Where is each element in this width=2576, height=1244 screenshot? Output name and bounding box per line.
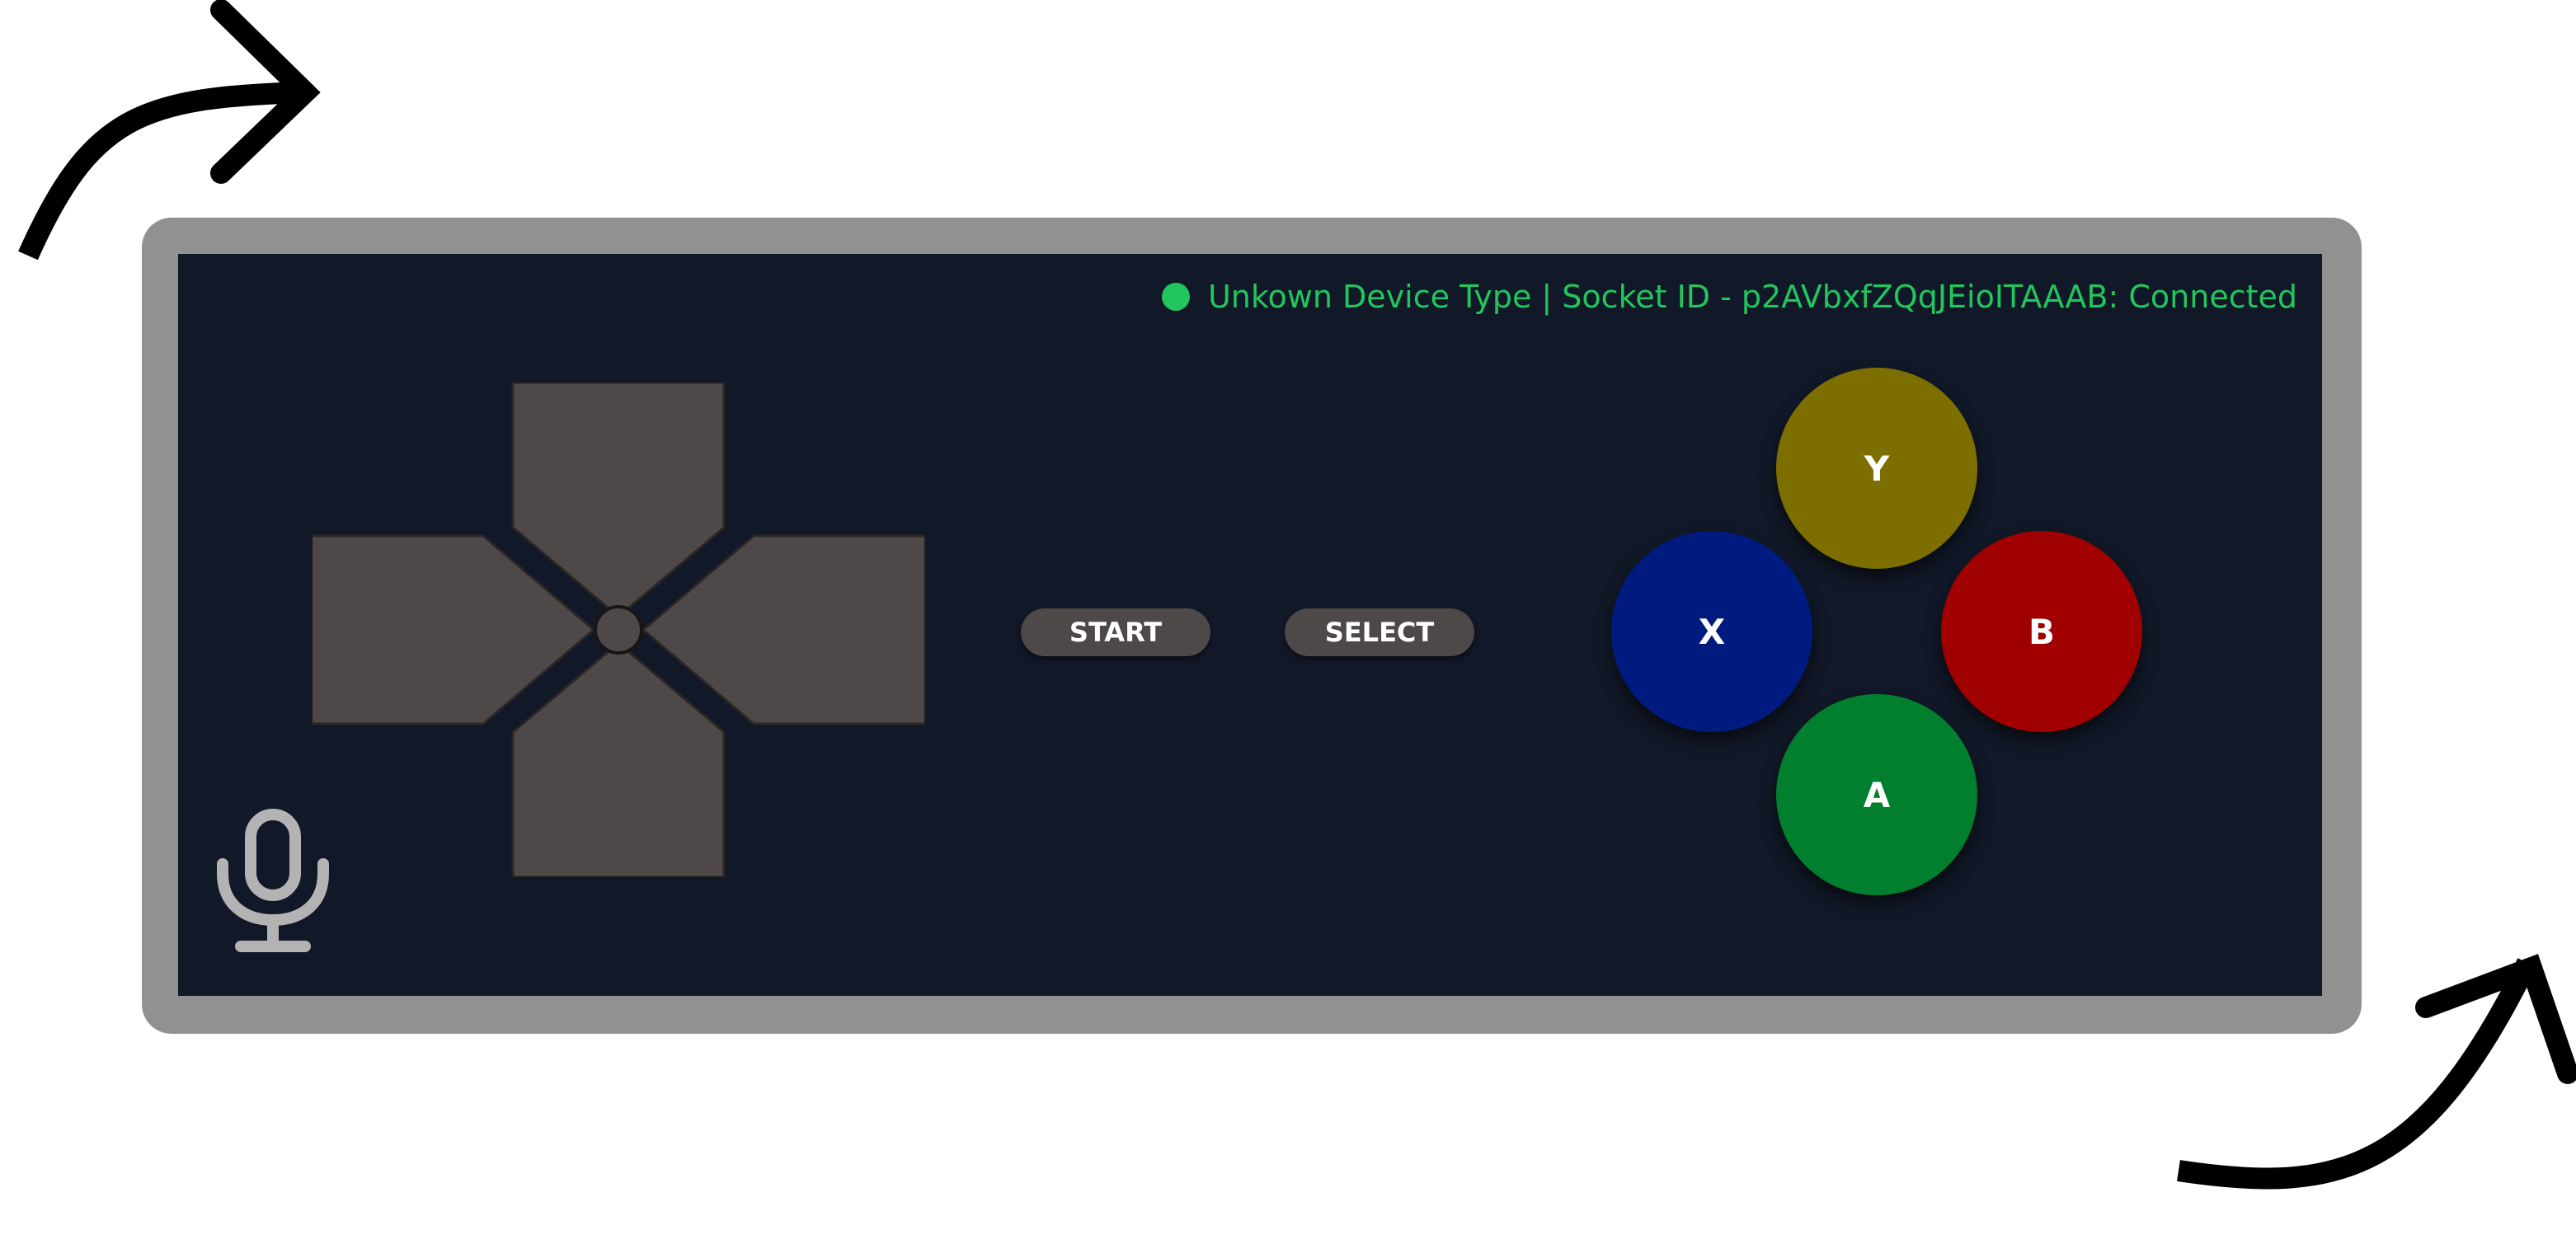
dpad	[312, 383, 925, 877]
dpad-right-button[interactable]	[641, 534, 925, 725]
start-button[interactable]: START	[1021, 608, 1210, 656]
rotate-right-arrow-icon[interactable]	[2152, 932, 2576, 1212]
controller-frame: Unkown Device Type | Socket ID - p2AVbxf…	[142, 218, 2362, 1034]
select-button[interactable]: SELECT	[1285, 608, 1474, 656]
dpad-up-button[interactable]	[511, 383, 726, 618]
connection-status-text: Unkown Device Type | Socket ID - p2AVbxf…	[1207, 279, 2297, 315]
rotate-left-arrow-icon[interactable]	[0, 0, 346, 280]
dpad-left-button[interactable]	[312, 534, 596, 725]
controller-screen: Unkown Device Type | Socket ID - p2AVbxf…	[178, 254, 2322, 996]
a-button[interactable]: A	[1776, 694, 1977, 895]
connection-status: Unkown Device Type | Socket ID - p2AVbxf…	[1161, 279, 2297, 315]
dpad-center	[594, 605, 643, 655]
dpad-down-button[interactable]	[511, 641, 726, 877]
y-button[interactable]: Y	[1776, 368, 1977, 569]
connection-status-dot	[1161, 283, 1190, 311]
microphone-icon[interactable]	[211, 806, 335, 955]
b-button[interactable]: B	[1941, 531, 2142, 732]
x-button[interactable]: X	[1611, 531, 1812, 732]
